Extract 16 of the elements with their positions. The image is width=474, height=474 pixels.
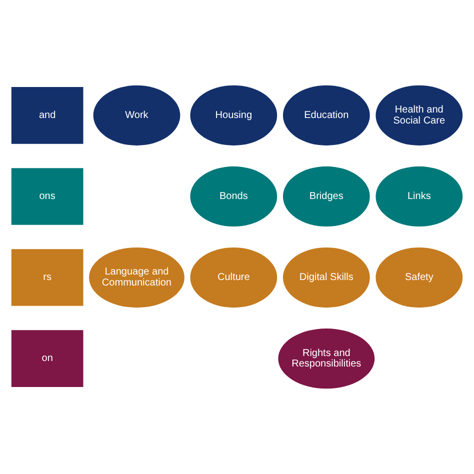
node-ellipse: Language and Communication [89, 247, 184, 308]
node-ellipse: Culture [190, 247, 278, 308]
node-ellipse: Health and Social Care [376, 85, 463, 146]
node-ellipse: Rights and Responsibilities [278, 328, 375, 389]
node-ellipse: Bridges [282, 166, 370, 227]
node-ellipse: Links [376, 166, 463, 227]
node-box: rs [11, 249, 84, 306]
node-ellipse: Safety [376, 247, 463, 308]
node-ellipse: Bonds [190, 166, 278, 227]
node-box: on [11, 330, 84, 387]
node-ellipse: Digital Skills [282, 247, 370, 308]
node-ellipse: Education [282, 85, 370, 146]
node-box: and [11, 87, 84, 144]
node-box: ons [11, 168, 84, 225]
node-ellipse: Housing [190, 85, 278, 146]
node-ellipse: Work [93, 85, 180, 146]
